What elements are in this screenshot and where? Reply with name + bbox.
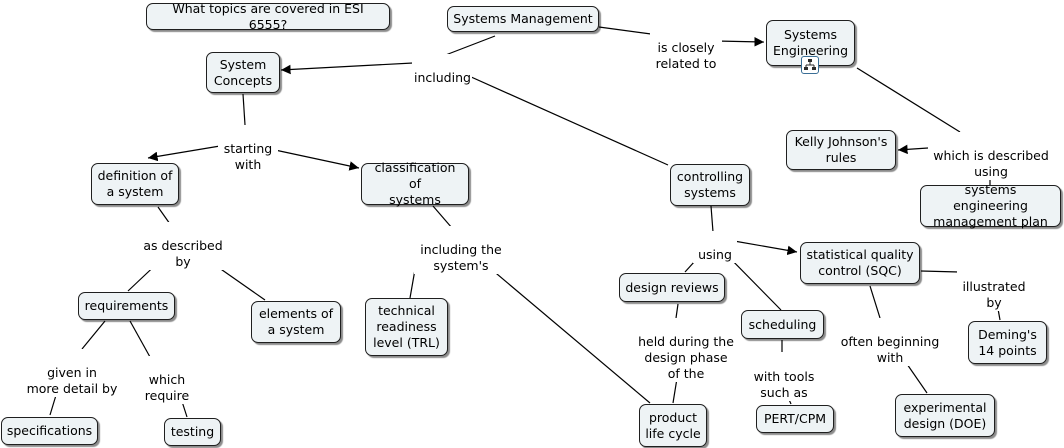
concept-label: product life cycle: [645, 409, 701, 441]
concept-elements-of-system[interactable]: elements of a system: [251, 301, 341, 343]
concept-label: PERT/CPM: [763, 411, 827, 426]
concept-label: elements of a system: [258, 306, 334, 337]
concept-label: requirements: [84, 298, 169, 313]
link-often-beginning-with: often beginning with: [837, 318, 943, 366]
edge-class-incl: [432, 205, 453, 229]
concept-label: testing: [170, 424, 215, 439]
concept-label: System Concepts: [213, 56, 273, 88]
edge-described-kelly: [897, 144, 929, 155]
concept-demings-14-points[interactable]: Deming's 14 points: [968, 321, 1047, 364]
concept-technical-readiness-level[interactable]: technical readiness level (TRL): [365, 298, 448, 356]
concept-kelly-johnsons-rules[interactable]: Kelly Johnson's rules: [786, 130, 896, 170]
concept-label: systems engineering management plan: [933, 182, 1048, 229]
edge-req-given: [81, 320, 106, 350]
edge-se-described: [856, 67, 961, 133]
edge-incl-plc: [477, 257, 651, 404]
concept-classification-of-systems[interactable]: classification of systems: [361, 160, 469, 207]
edge-sqc-often: [869, 285, 881, 319]
concept-statistical-quality-control[interactable]: statistical quality control (SQC): [800, 242, 920, 284]
hierarchy-icon-graphic: [804, 59, 816, 70]
concept-label: Deming's 14 points: [978, 326, 1037, 358]
concept-system-concepts[interactable]: System Concepts: [206, 52, 280, 93]
link-including: including: [412, 54, 472, 86]
concept-testing[interactable]: testing: [164, 418, 221, 446]
edge-req-require: [129, 320, 151, 358]
concept-pert-cpm[interactable]: PERT/CPM: [756, 405, 834, 433]
concept-se-management-plan[interactable]: systems engineering management plan: [920, 182, 1061, 229]
concept-label: classification of systems: [374, 160, 456, 207]
link-including-the-systems: including the system's: [414, 226, 508, 274]
concept-design-reviews[interactable]: design reviews: [619, 273, 725, 302]
edge-starting-definition: [147, 145, 221, 162]
concept-label: technical readiness level (TRL): [373, 303, 440, 350]
concept-definition-of-system[interactable]: definition of a system: [91, 163, 179, 205]
concept-label: controlling systems: [676, 169, 744, 200]
link-which-is-described-using: which is described using: [928, 132, 1054, 180]
link-illustrated-by: illustrated by: [957, 263, 1031, 311]
edge-including-controlling: [459, 71, 669, 166]
question-box[interactable]: What topics are covered in ESI 6555?: [146, 0, 390, 32]
edge-related-se: [715, 37, 765, 47]
link-is-closely-related-to: is closely related to: [650, 24, 722, 72]
concept-label: Systems Engineering: [773, 27, 848, 58]
edge-dr-held: [675, 303, 679, 319]
concept-controlling-systems[interactable]: controlling systems: [670, 164, 750, 206]
concept-product-life-cycle[interactable]: product life cycle: [639, 404, 707, 447]
question-text: What topics are covered in ESI 6555?: [172, 0, 364, 32]
concept-label: specifications: [6, 423, 93, 438]
edge-ctrl-using: [710, 205, 714, 233]
concept-label: definition of a system: [97, 168, 173, 199]
edge-sm-related: [598, 26, 652, 35]
link-held-during-design-phase: held during the design phase of the: [632, 318, 740, 382]
concept-label: Systems Management: [453, 11, 593, 26]
concept-requirements[interactable]: requirements: [78, 292, 175, 320]
concept-label: statistical quality control (SQC): [806, 247, 914, 278]
concept-specifications[interactable]: specifications: [1, 417, 98, 445]
link-which-require: which require: [137, 356, 197, 404]
concept-label: design reviews: [625, 279, 719, 295]
link-given-in-more-detail-by: given in more detail by: [20, 349, 124, 397]
edge-using-sqc: [733, 240, 798, 256]
link-starting-with: starting with: [218, 125, 278, 173]
edge-def-asdesc: [157, 206, 171, 225]
concept-label: scheduling: [748, 316, 817, 332]
edge-sc-starting: [242, 93, 246, 126]
edge-sqc-illustrated: [920, 270, 960, 273]
edge-starting-classification: [274, 149, 360, 171]
concept-systems-management[interactable]: Systems Management: [447, 6, 599, 32]
concept-experimental-design[interactable]: experimental design (DOE): [895, 394, 995, 437]
concept-label: experimental design (DOE): [903, 399, 987, 431]
concept-scheduling[interactable]: scheduling: [741, 310, 824, 339]
edge-sm-including: [442, 35, 496, 57]
link-as-described-by: as described by: [140, 222, 226, 270]
concept-label: Kelly Johnson's rules: [794, 134, 888, 165]
link-using: using: [693, 231, 737, 263]
link-with-tools-such-as: with tools such as: [747, 353, 821, 401]
hierarchy-icon[interactable]: [801, 56, 819, 74]
edge-including-system-concepts: [280, 62, 414, 75]
